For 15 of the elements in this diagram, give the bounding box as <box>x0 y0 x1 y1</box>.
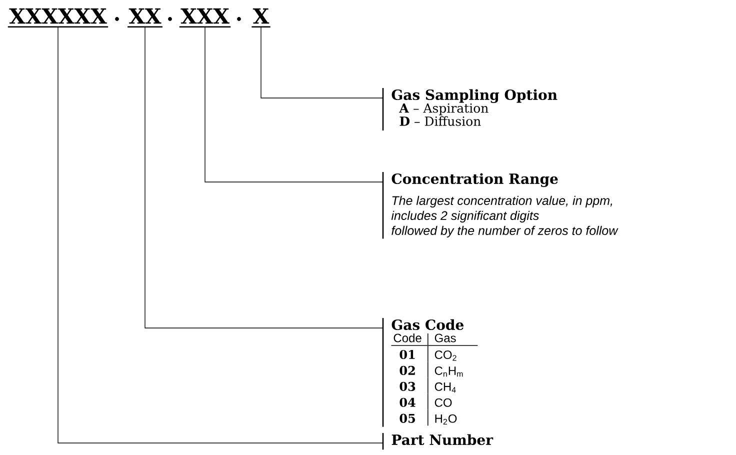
separator-dot: . <box>168 17 172 21</box>
key-entry: Gas Code Code Gas 01 CO$_{2}$ 02 C$_{n}$H$_{m}$ 03 CH$_{4}$ 04 CO 05 H$_{2}$O <box>382 318 478 427</box>
code-segment: XXX <box>179 8 231 28</box>
code-segment: XX <box>128 8 162 28</box>
leader-line <box>144 26 384 328</box>
leader-line <box>58 26 384 444</box>
code-segment: X <box>252 8 270 28</box>
key-entry: Gas Sampling Option A – Aspiration D – Diffusion <box>382 88 558 131</box>
key-entry: Concentration Range The largest concentration value, in ppm, includes 2 significant digits followed by the number of zeros to follow <box>382 172 618 239</box>
leader-line <box>204 26 384 182</box>
separator-dot: . <box>115 17 119 21</box>
key-entry: Part Number <box>382 433 494 450</box>
separator-dot: . <box>237 17 241 21</box>
code-segment: XXXXXX <box>8 8 108 28</box>
leader-line <box>260 26 384 98</box>
